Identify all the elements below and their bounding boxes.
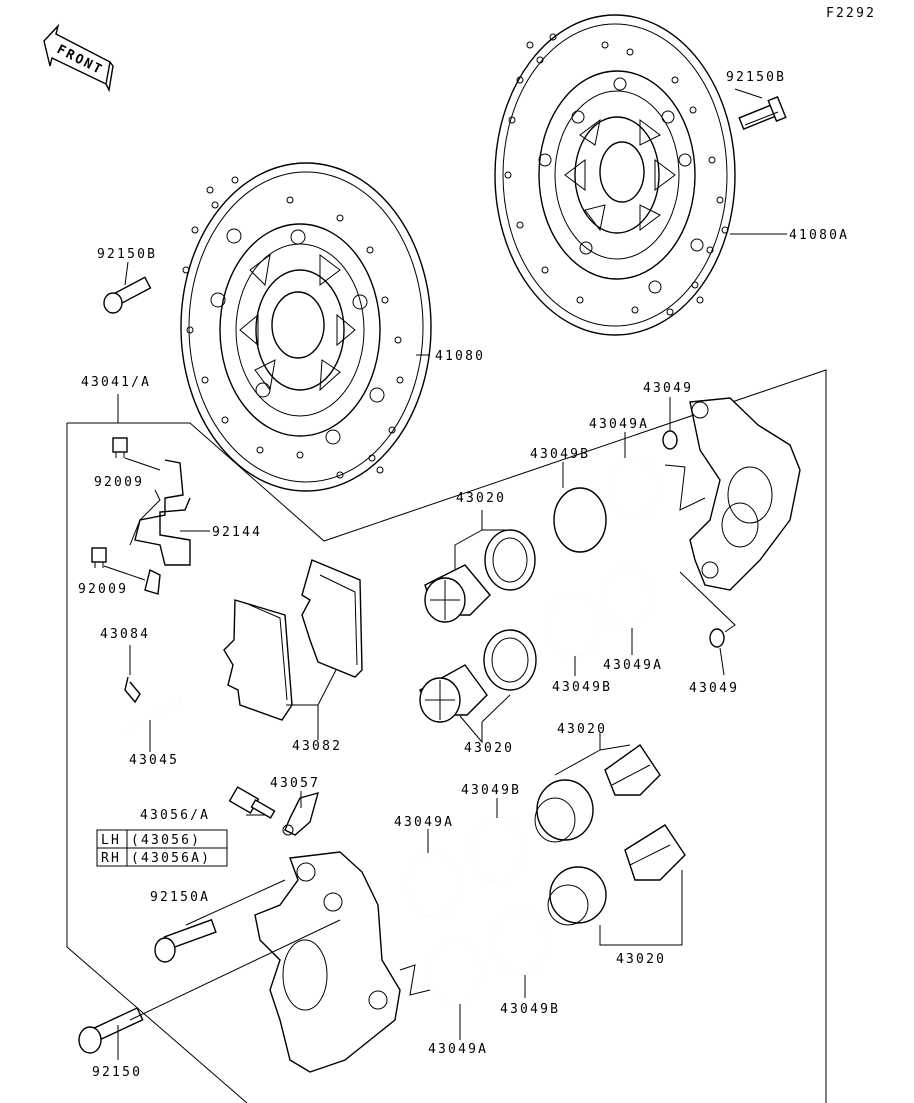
label-43049a-2: 43049A xyxy=(603,658,663,673)
label-43049b-3: 43049B xyxy=(461,783,521,798)
caliper-bolt-92150 xyxy=(78,1007,144,1054)
label-43057: 43057 xyxy=(270,776,320,791)
washer-43049-bottom xyxy=(709,628,725,648)
label-92009-top: 92009 xyxy=(94,475,144,490)
label-43020-lower-b: 43020 xyxy=(616,952,666,967)
brake-disc-left xyxy=(180,162,432,492)
caliper-body-upper xyxy=(689,397,801,591)
table-rh-part: (43056A) xyxy=(131,851,211,866)
label-92144: 92144 xyxy=(212,525,262,540)
piston-43020-lower-back xyxy=(547,824,686,926)
caliper-frame-left xyxy=(66,423,248,1103)
table-rh-side: RH xyxy=(101,851,121,866)
label-43049a-1: 43049A xyxy=(589,417,649,432)
caliper-body-lower xyxy=(254,851,401,1073)
clip-43084 xyxy=(124,676,141,704)
label-43049-bottom: 43049 xyxy=(689,681,739,696)
bolt-92150b-left xyxy=(103,276,152,314)
label-43049-top: 43049 xyxy=(643,381,693,396)
label-92009-bottom: 92009 xyxy=(78,582,128,597)
washer-43049-top xyxy=(662,430,678,450)
label-92150a: 92150A xyxy=(150,890,210,905)
seal-rings xyxy=(407,457,659,1005)
label-43020-lower-a: 43020 xyxy=(557,722,607,737)
label-41080a: 41080A xyxy=(789,228,849,243)
label-43041a: 43041/A xyxy=(81,375,151,390)
label-92150: 92150 xyxy=(92,1065,142,1080)
label-43020-upper-a: 43020 xyxy=(456,491,506,506)
label-92150b-left: 92150B xyxy=(97,247,157,262)
caliper-bolt-92150a xyxy=(154,918,217,963)
label-43082: 43082 xyxy=(292,739,342,754)
leader-lines xyxy=(103,88,787,1060)
bleeder-valve xyxy=(228,786,276,819)
label-43045: 43045 xyxy=(129,753,179,768)
label-43049b-2: 43049B xyxy=(552,680,612,695)
label-43049a-4: 43049A xyxy=(428,1042,488,1057)
label-92150b-right: 92150B xyxy=(726,70,786,85)
brake-disc-right xyxy=(494,14,736,336)
front-arrow-icon: FRONT xyxy=(43,23,114,93)
piston-43020-upper-back xyxy=(419,629,537,723)
bolt-92150b-right xyxy=(738,96,787,130)
brake-pad-right xyxy=(301,559,363,678)
table-lh-part: (43056) xyxy=(131,833,201,848)
figure-id: F2292 xyxy=(826,6,876,21)
pin-43045 xyxy=(121,701,181,734)
bolt-92009-top xyxy=(112,437,128,458)
pad-spring-92144 xyxy=(129,459,191,595)
label-43020-upper-b: 43020 xyxy=(464,741,514,756)
table-lh-side: LH xyxy=(101,833,121,848)
label-43056a: 43056/A xyxy=(140,808,210,823)
label-43049b-1: 43049B xyxy=(530,447,590,462)
piston-43020-lower-front xyxy=(534,744,661,843)
caliper-frame xyxy=(67,369,827,1103)
bolt-92009-bottom xyxy=(91,547,107,568)
brake-pad-left xyxy=(223,599,293,721)
label-43049b-4: 43049B xyxy=(500,1002,560,1017)
label-43049a-3: 43049A xyxy=(394,815,454,830)
piston-43020-upper-front xyxy=(424,529,536,623)
label-41080: 41080 xyxy=(435,349,485,364)
label-43084: 43084 xyxy=(100,627,150,642)
side-table: LH (43056) RH (43056A) xyxy=(96,829,228,867)
bleeder-cap xyxy=(282,791,320,836)
